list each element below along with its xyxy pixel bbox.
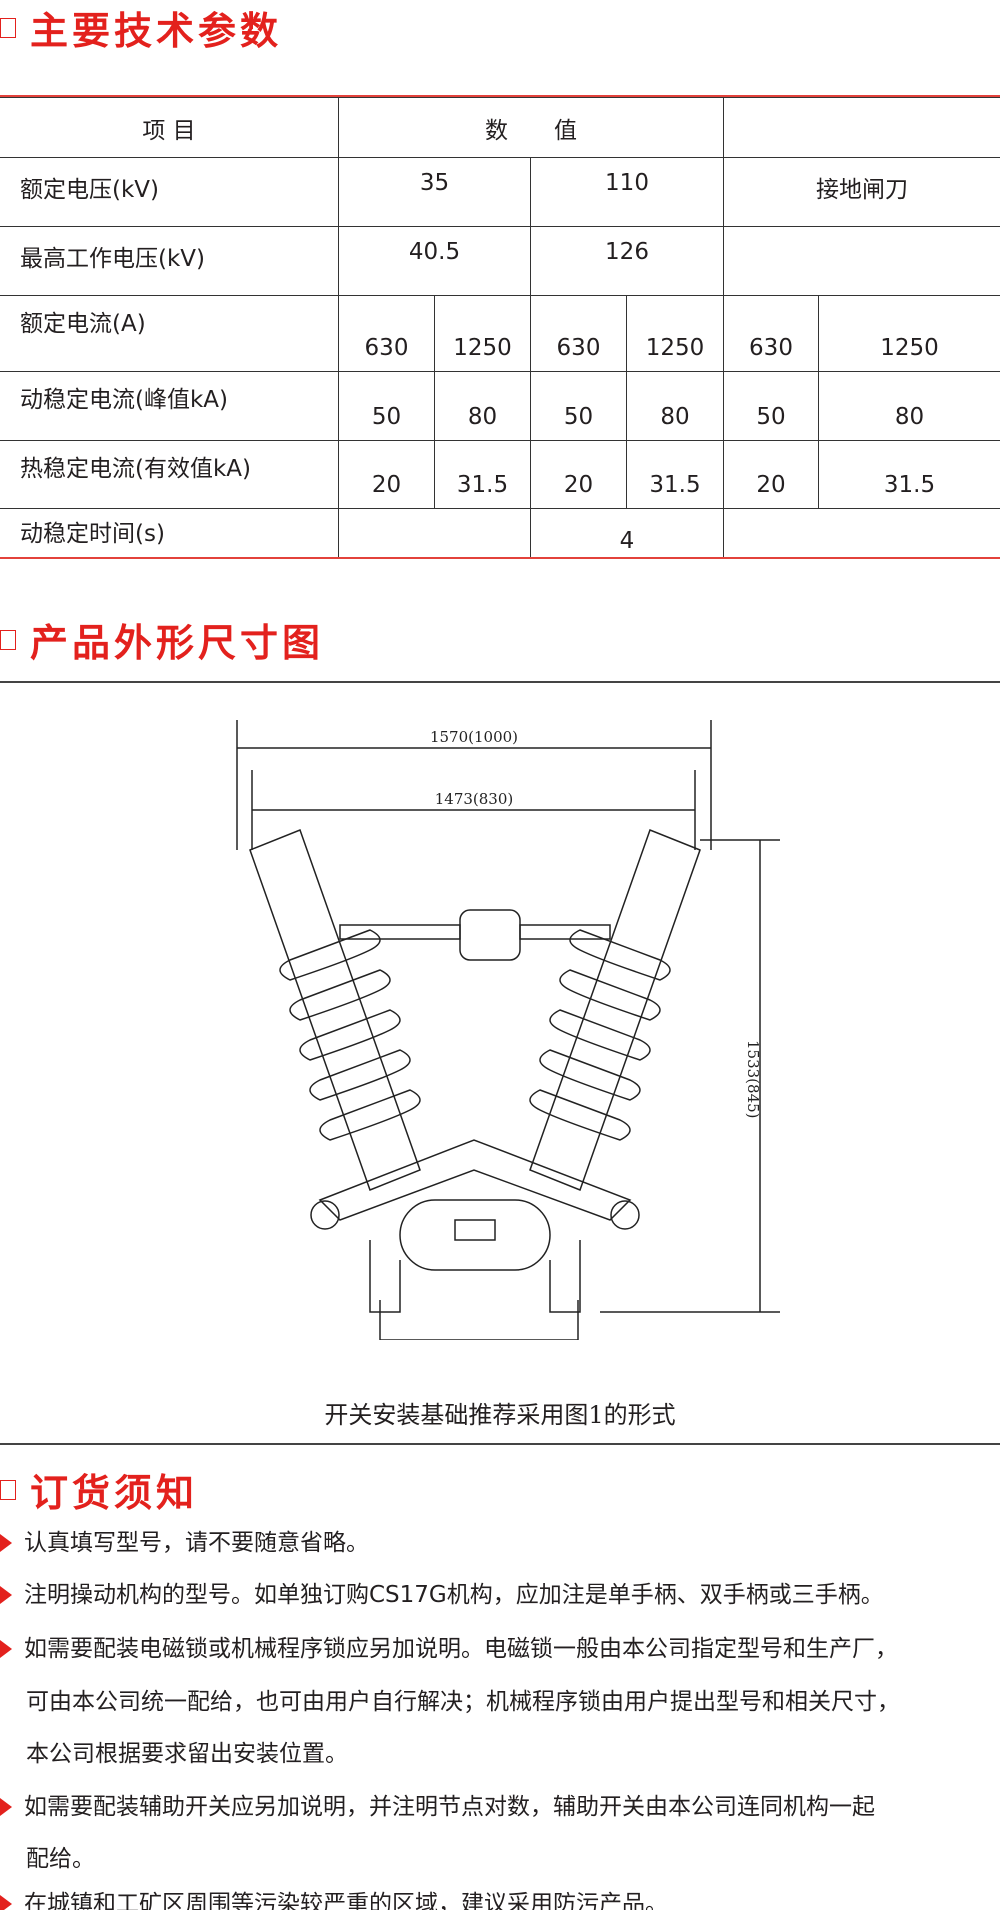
item-text: 如需要配装电磁锁或机械程序锁应另加说明。电磁锁一般由本公司指定型号和生产厂， <box>24 1636 898 1662</box>
base-plate <box>399 1199 551 1271</box>
row-label: 热稳定电流(有效值kA) <box>0 440 339 509</box>
list-item: 在城镇和工矿区周围等污染较严重的区域，建议采用防污产品。 <box>0 1889 668 1910</box>
cell: 630 <box>530 295 627 372</box>
section-title-dimensions: 产品外形尺寸图 <box>0 612 324 667</box>
list-item: 认真填写型号，请不要随意省略。 <box>0 1528 369 1558</box>
cell: 80 <box>626 371 724 441</box>
item-text: 在城镇和工矿区周围等污染较严重的区域，建议采用防污产品。 <box>24 1891 668 1910</box>
contact-housing <box>459 909 521 961</box>
table-row: 热稳定电流(有效值kA) 20 31.5 20 31.5 20 31.5 <box>0 440 1000 509</box>
title-text: 产品外形尺寸图 <box>30 621 325 665</box>
left-insulator <box>249 829 421 1191</box>
empty-cell <box>338 508 531 559</box>
cell: 20 <box>338 440 435 509</box>
cell: 20 <box>530 440 627 509</box>
checkbox-square-icon <box>0 17 16 38</box>
cell: 接地闸刀 <box>723 157 1000 227</box>
params-table: 项 目 数 值 额定电压(kV) 35 110 接地闸刀 最高工作电压(kV) … <box>0 97 1000 559</box>
item-text-continued: 本公司根据要求留出安装位置。 <box>26 1741 348 1767</box>
diagram-caption: 开关安装基础推荐采用图1的形式 <box>324 1401 676 1429</box>
triangle-bullet-icon <box>0 1798 12 1816</box>
cell: 1250 <box>434 295 531 372</box>
row-label: 额定电流(A) <box>0 295 339 372</box>
dimension-drawing: 1570(1000) 1473(830) 1533(845) 300 <box>236 720 780 1340</box>
dim-outer-label: 1570(1000) <box>430 728 518 746</box>
table-header-row: 项 目 数 值 <box>0 97 1000 158</box>
triangle-bullet-icon <box>0 1640 12 1658</box>
title-text: 订货须知 <box>30 1471 199 1515</box>
header-value: 数 值 <box>338 97 724 158</box>
divider <box>0 1443 1000 1445</box>
item-text: 如需要配装辅助开关应另加说明，并注明节点对数，辅助开关由本公司连同机构一起 <box>24 1794 875 1820</box>
cell: 50 <box>723 371 819 441</box>
table-row: 额定电压(kV) 35 110 接地闸刀 <box>0 157 1000 227</box>
title-text: 主要技术参数 <box>30 9 283 53</box>
table-row: 动稳定电流(峰值kA) 50 80 50 80 50 80 <box>0 371 1000 441</box>
cell: 630 <box>338 295 435 372</box>
connecting-rod <box>339 924 461 940</box>
cell: 80 <box>434 371 531 441</box>
dim-base-label: 300 <box>460 1338 489 1340</box>
divider <box>0 681 1000 683</box>
row-label: 动稳定时间(s) <box>0 508 339 559</box>
list-item: 注明操动机构的型号。如单独订购CS17G机构，应加注是单手柄、双手柄或三手柄。 <box>0 1580 884 1610</box>
cell: 20 <box>723 440 819 509</box>
cell: 31.5 <box>434 440 531 509</box>
table-row: 动稳定时间(s) 4 <box>0 508 1000 559</box>
empty-cell <box>723 508 1000 559</box>
section-title-ordering: 订货须知 <box>0 1462 198 1517</box>
empty-cell <box>723 226 1000 296</box>
cell: 31.5 <box>818 440 1000 509</box>
cell: 31.5 <box>626 440 724 509</box>
table-bottom-line <box>0 557 1000 559</box>
cell: 1250 <box>626 295 724 372</box>
cell: 4 <box>530 508 724 559</box>
cell: 35 <box>338 157 531 227</box>
checkbox-square-icon <box>0 629 16 650</box>
row-label: 额定电压(kV) <box>0 157 339 227</box>
table-row: 额定电流(A) 630 1250 630 1250 630 1250 <box>0 295 1000 372</box>
row-label: 动稳定电流(峰值kA) <box>0 371 339 441</box>
row-label: 最高工作电压(kV) <box>0 226 339 296</box>
item-text: 注明操动机构的型号。如单独订购CS17G机构，应加注是单手柄、双手柄或三手柄。 <box>24 1582 884 1608</box>
cell: 80 <box>818 371 1000 441</box>
dim-inner-label: 1473(830) <box>435 790 514 808</box>
cell: 126 <box>530 226 724 296</box>
cell: 40.5 <box>338 226 531 296</box>
cell: 110 <box>530 157 724 227</box>
triangle-bullet-icon <box>0 1895 12 1910</box>
list-item: 如需要配装辅助开关应另加说明，并注明节点对数，辅助开关由本公司连同机构一起 <box>0 1792 875 1822</box>
table-top-line <box>0 95 1000 97</box>
empty-cell <box>723 97 1000 158</box>
triangle-bullet-icon <box>0 1534 12 1552</box>
list-item: 如需要配装电磁锁或机械程序锁应另加说明。电磁锁一般由本公司指定型号和生产厂， <box>0 1634 898 1664</box>
cell: 630 <box>723 295 819 372</box>
cell: 1250 <box>818 295 1000 372</box>
dim-height-label: 1533(845) <box>744 1040 762 1119</box>
item-text-continued: 配给。 <box>26 1846 95 1872</box>
cell: 50 <box>530 371 627 441</box>
section-title-params: 主要技术参数 <box>0 0 282 55</box>
header-item: 项 目 <box>0 97 339 158</box>
table-row: 最高工作电压(kV) 40.5 126 <box>0 226 1000 296</box>
item-text: 认真填写型号，请不要随意省略。 <box>24 1530 369 1556</box>
right-insulator <box>529 829 701 1191</box>
item-text-continued: 可由本公司统一配给，也可由用户自行解决；机械程序锁由用户提出型号和相关尺寸， <box>26 1689 900 1715</box>
checkbox-square-icon <box>0 1479 16 1500</box>
triangle-bullet-icon <box>0 1586 12 1604</box>
base-frame <box>318 1139 632 1221</box>
cell: 50 <box>338 371 435 441</box>
